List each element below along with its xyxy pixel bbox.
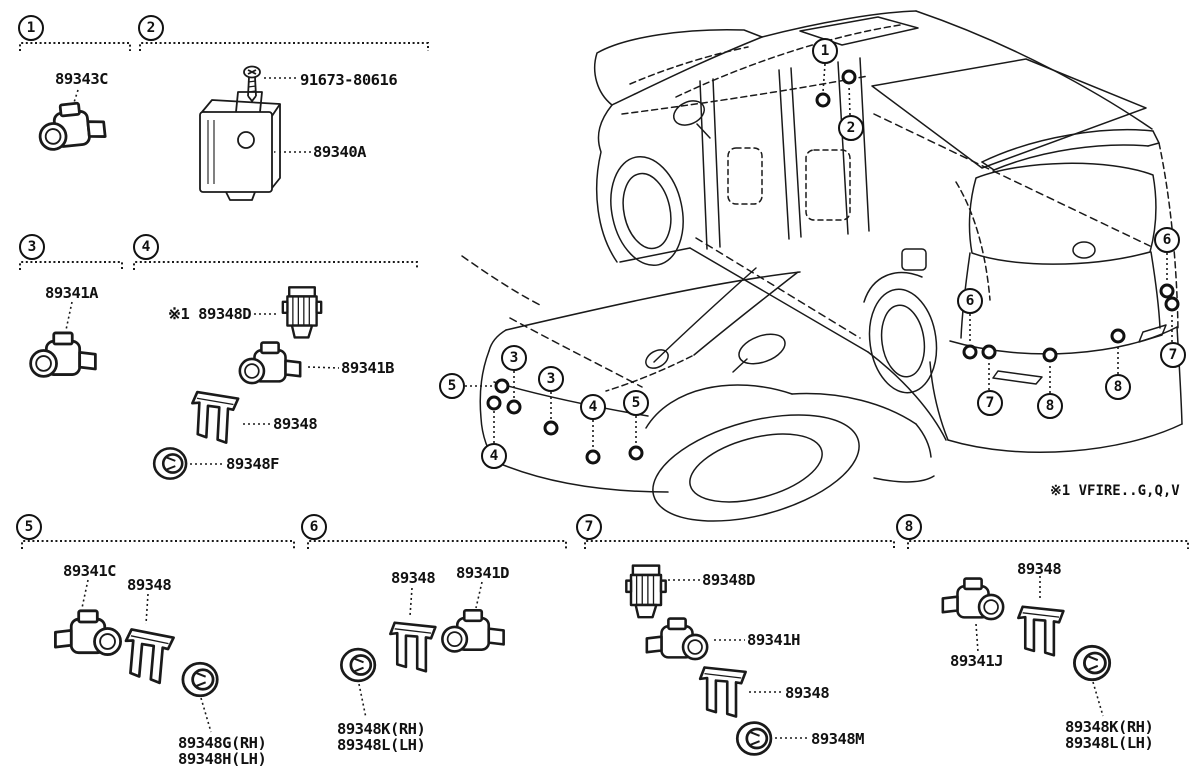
sensor-sketch-89341C — [53, 609, 123, 656]
bracket-sketch-89348-s6 — [388, 621, 437, 673]
part-label-89348D-s7[interactable]: 89348D — [702, 571, 756, 589]
callout-front-5-right[interactable]: 5 — [623, 390, 649, 416]
front-vehicle-drawing — [461, 255, 935, 522]
part-label-89348-s5[interactable]: 89348 — [127, 576, 172, 594]
callout-front-3-mid[interactable]: 3 — [538, 366, 564, 392]
location-marker — [628, 445, 644, 461]
location-marker — [506, 399, 522, 415]
section-number-3[interactable]: 3 — [19, 234, 45, 260]
part-label-89348K-s6[interactable]: 89348K(RH) — [337, 720, 426, 738]
callout-rear-8-right[interactable]: 8 — [1105, 374, 1131, 400]
part-label-89348F[interactable]: 89348F — [226, 455, 280, 473]
callout-rear-7-right[interactable]: 7 — [1160, 342, 1186, 368]
callout-rear-6-left[interactable]: 6 — [957, 288, 983, 314]
bracket-sketch-89348-s7 — [698, 666, 747, 718]
callout-rear-1[interactable]: 1 — [812, 38, 838, 64]
leader-lines — [65, 77, 1104, 739]
part-label-89348K-s8[interactable]: 89348K(RH) — [1065, 718, 1154, 736]
retainer-sketch-89348D-s7 — [625, 564, 667, 619]
ring-sketch-89348G — [181, 661, 219, 698]
part-label-89341D[interactable]: 89341D — [456, 564, 510, 582]
variant-note: ※1 VFIRE..G,Q,V — [1050, 483, 1180, 499]
callout-front-4-left[interactable]: 4 — [481, 443, 507, 469]
part-label-89341H[interactable]: 89341H — [747, 631, 801, 649]
part-label-89341J[interactable]: 89341J — [950, 652, 1004, 670]
retainer-sketch-89348D-s4 — [281, 286, 323, 339]
location-marker — [543, 420, 559, 436]
section-number-6[interactable]: 6 — [301, 514, 327, 540]
sensor-sketch-89341H — [645, 617, 709, 661]
bracket-sketch-89348-s8 — [1016, 605, 1065, 657]
location-marker — [1164, 296, 1180, 312]
ring-sketch-89348K-s6 — [339, 647, 377, 683]
sensor-sketch-89343C — [35, 99, 108, 153]
callout-front-4-mid[interactable]: 4 — [580, 394, 606, 420]
callout-front-3-left[interactable]: 3 — [501, 345, 527, 371]
location-marker — [981, 344, 997, 360]
location-marker — [486, 395, 502, 411]
section-number-7[interactable]: 7 — [576, 514, 602, 540]
location-marker — [1110, 328, 1126, 344]
part-label-89340A[interactable]: 89340A — [313, 143, 367, 161]
sensor-sketch-89341D — [440, 608, 506, 653]
part-label-89341B[interactable]: 89341B — [341, 359, 395, 377]
callout-front-5-left[interactable]: 5 — [439, 373, 465, 399]
sensor-sketch-89341A — [29, 331, 97, 378]
location-marker — [962, 344, 978, 360]
bracket-sketch-89348-s5 — [121, 627, 176, 686]
ring-sketch-89348F — [152, 447, 188, 480]
ring-sketch-89348K-s8 — [1072, 644, 1112, 682]
part-label-89348D-s4[interactable]: ※1 89348D — [168, 305, 252, 323]
part-label-89348L-s8[interactable]: 89348L(LH) — [1065, 734, 1154, 752]
location-marker — [815, 92, 831, 108]
bracket-sketch-89348-s4 — [188, 390, 240, 445]
ring-sketch-89348M — [735, 721, 773, 756]
section-number-1[interactable]: 1 — [18, 15, 44, 41]
section-number-5[interactable]: 5 — [16, 514, 42, 540]
part-label-89348-s7[interactable]: 89348 — [785, 684, 830, 702]
part-label-89348L-s6[interactable]: 89348L(LH) — [337, 736, 426, 754]
part-label-89348-s4[interactable]: 89348 — [273, 415, 318, 433]
sensor-sketch-89341B — [238, 341, 302, 385]
location-marker — [1042, 347, 1058, 363]
callout-rear-2[interactable]: 2 — [838, 115, 864, 141]
section-number-2[interactable]: 2 — [138, 15, 164, 41]
section-number-4[interactable]: 4 — [133, 234, 159, 260]
ecu-sketch-89340A — [199, 91, 281, 201]
part-label-89348H-LH[interactable]: 89348H(LH) — [178, 750, 267, 768]
callout-connector-lines — [465, 63, 1173, 449]
section-brackets — [19, 42, 1189, 549]
location-marker — [585, 449, 601, 465]
callout-rear-6-right[interactable]: 6 — [1154, 227, 1180, 253]
section-number-8[interactable]: 8 — [896, 514, 922, 540]
sensor-sketch-89341J — [941, 577, 1005, 621]
part-sketches — [29, 65, 1112, 756]
callout-rear-7-left[interactable]: 7 — [977, 390, 1003, 416]
callout-rear-8-left[interactable]: 8 — [1037, 393, 1063, 419]
part-label-89341A[interactable]: 89341A — [45, 284, 99, 302]
location-marker — [494, 378, 510, 394]
part-label-89341C[interactable]: 89341C — [63, 562, 117, 580]
part-label-89348-s6[interactable]: 89348 — [391, 569, 436, 587]
part-label-89348G-RH[interactable]: 89348G(RH) — [178, 734, 267, 752]
part-label-89348M[interactable]: 89348M — [811, 730, 865, 748]
part-label-91673-80616[interactable]: 91673-80616 — [300, 71, 398, 89]
part-label-89348-s8[interactable]: 89348 — [1017, 560, 1062, 578]
part-label-89343C[interactable]: 89343C — [55, 70, 109, 88]
rear-vehicle-drawing — [593, 10, 1183, 454]
location-marker — [841, 69, 857, 85]
